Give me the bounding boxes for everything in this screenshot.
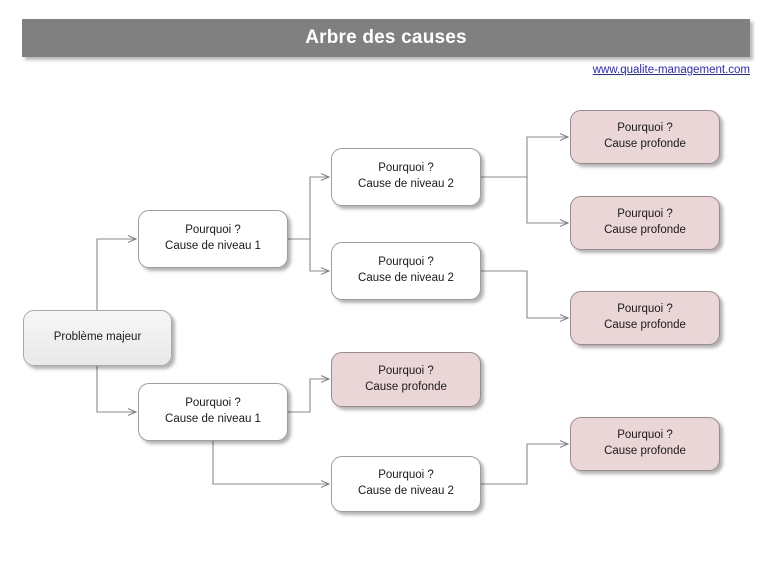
node-label-line2: Cause de niveau 2 (358, 178, 454, 190)
page-title: Arbre des causes (305, 27, 467, 48)
node-label-line1: Pourquoi ? (617, 429, 673, 442)
node-probleme-majeur[interactable]: Problème majeur (23, 310, 172, 366)
node-label-line2: Cause profonde (604, 224, 686, 236)
node-cause-profonde-2[interactable]: Pourquoi ? Cause profonde (570, 196, 720, 250)
node-label-line1: Pourquoi ? (378, 162, 434, 175)
node-label-line1: Pourquoi ? (378, 469, 434, 482)
node-cause-niveau-2-b[interactable]: Pourquoi ? Cause de niveau 2 (331, 242, 481, 300)
edge-n2-n5 (288, 379, 329, 413)
node-label-line1: Pourquoi ? (185, 397, 241, 410)
node-cause-profonde-middle[interactable]: Pourquoi ? Cause profonde (331, 352, 481, 407)
node-label-line1: Pourquoi ? (378, 364, 434, 377)
node-label-line2: Cause profonde (604, 445, 686, 457)
node-cause-niveau-2-a[interactable]: Pourquoi ? Cause de niveau 2 (331, 148, 481, 206)
node-cause-profonde-4[interactable]: Pourquoi ? Cause profonde (570, 417, 720, 471)
page-title-bar: Arbre des causes (22, 19, 750, 57)
node-label-line1: Pourquoi ? (617, 122, 673, 135)
node-label-line2: Cause de niveau 2 (358, 485, 454, 497)
node-label-line1: Pourquoi ? (185, 224, 241, 237)
node-label-line1: Pourquoi ? (617, 303, 673, 316)
website-link[interactable]: www.qualite-management.com (592, 64, 750, 76)
edge-n2-n6 (212, 441, 329, 484)
node-cause-niveau-2-c[interactable]: Pourquoi ? Cause de niveau 2 (331, 456, 481, 512)
node-cause-niveau-1-b[interactable]: Pourquoi ? Cause de niveau 1 (138, 383, 288, 441)
node-cause-niveau-1-a[interactable]: Pourquoi ? Cause de niveau 1 (138, 210, 288, 268)
edge-n1-n4 (288, 238, 329, 271)
edge-n3-n7 (481, 137, 568, 178)
node-cause-profonde-3[interactable]: Pourquoi ? Cause profonde (570, 291, 720, 345)
node-label-line2: Cause de niveau 2 (358, 272, 454, 284)
edge-n3-n8 (481, 176, 568, 223)
edge-root-n1 (96, 239, 136, 310)
edge-root-n2 (96, 366, 136, 412)
node-label-line2: Cause profonde (365, 380, 447, 393)
node-label-line1: Pourquoi ? (378, 256, 434, 269)
node-label-line2: Cause de niveau 1 (165, 413, 261, 425)
edge-n6-n10 (481, 444, 568, 485)
node-label-line2: Cause profonde (604, 138, 686, 150)
edge-n4-n9 (481, 270, 568, 318)
edge-n1-n3 (288, 177, 329, 240)
node-label-line1: Problème majeur (53, 331, 142, 344)
node-cause-profonde-1[interactable]: Pourquoi ? Cause profonde (570, 110, 720, 164)
node-label-line2: Cause profonde (604, 319, 686, 331)
node-label-line1: Pourquoi ? (617, 208, 673, 221)
node-label-line2: Cause de niveau 1 (165, 240, 261, 252)
